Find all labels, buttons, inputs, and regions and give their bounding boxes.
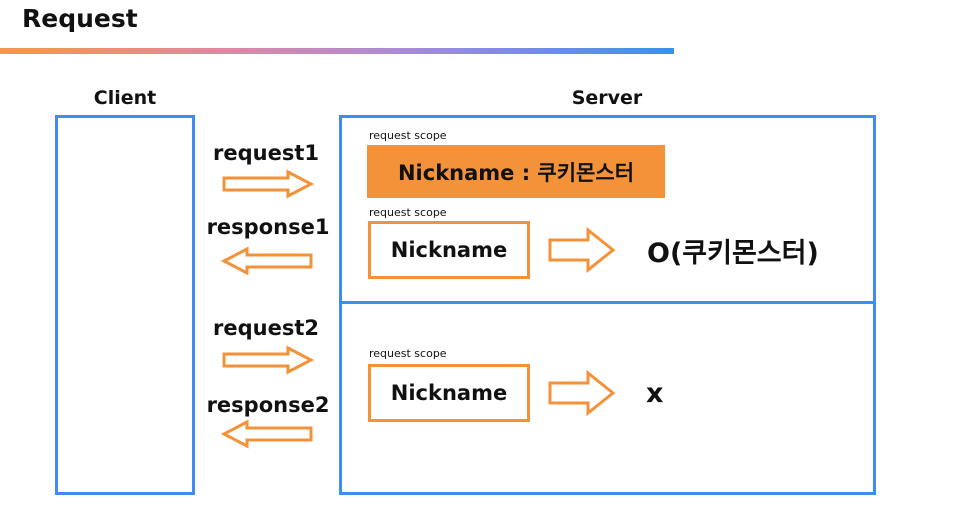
- client-label: Client: [93, 87, 157, 109]
- scope-label-1: request scope: [369, 129, 447, 142]
- response1-label: response1: [206, 215, 330, 239]
- lookup-result-2: x: [646, 378, 664, 409]
- server-box: [339, 115, 876, 495]
- lookup-arrow-1: [548, 226, 616, 274]
- scope-label-2: request scope: [369, 206, 447, 219]
- request1-label: request1: [213, 141, 319, 165]
- lookup-result-1: O(쿠키몬스터): [647, 238, 819, 269]
- nickname-box-2: Nickname: [368, 364, 530, 422]
- nickname-value-box: Nickname : 쿠키몬스터: [367, 145, 665, 198]
- response2-arrow: [220, 419, 313, 449]
- server-label: Server: [571, 87, 643, 109]
- client-box: [55, 115, 195, 495]
- request2-label: request2: [213, 316, 319, 340]
- scope-label-3: request scope: [369, 347, 447, 360]
- title-underline: [0, 48, 674, 54]
- page-title: Request: [22, 4, 138, 33]
- server-divider: [339, 301, 876, 304]
- request2-arrow: [222, 345, 315, 375]
- request1-arrow: [222, 169, 315, 199]
- response2-label: response2: [206, 393, 330, 417]
- lookup-arrow-2: [548, 369, 616, 417]
- nickname-box-1: Nickname: [368, 221, 530, 279]
- response1-arrow: [220, 246, 313, 276]
